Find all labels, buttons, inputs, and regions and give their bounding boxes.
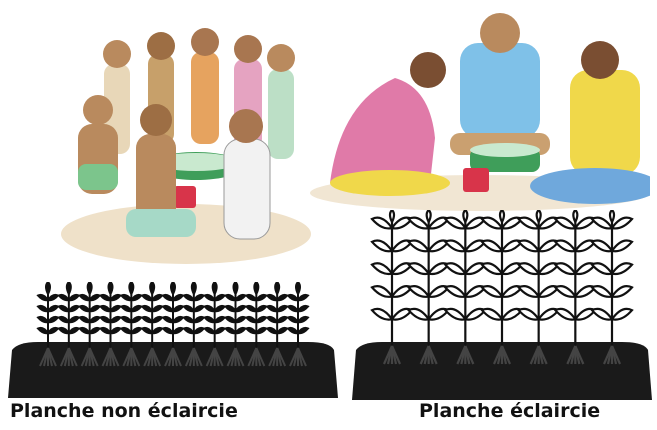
thinned-seedling-bed	[352, 210, 652, 400]
dense-seedling	[223, 282, 248, 367]
red-cup	[463, 168, 489, 192]
dense-seedling	[36, 282, 60, 367]
thinned-seedling	[370, 210, 414, 365]
child-figure	[191, 28, 219, 144]
child-figure	[126, 104, 196, 237]
dense-seedling	[78, 282, 102, 367]
dense-seedling	[286, 282, 310, 367]
caption-unthinned-bed: Planche non éclaircie	[10, 400, 238, 422]
thinned-seedling	[590, 210, 634, 365]
thinned-seedling	[406, 210, 451, 365]
woman-yellow-figure	[530, 41, 650, 204]
thinned-seedling	[480, 210, 524, 365]
man-blue-figure	[450, 13, 550, 155]
thinned-seedling	[516, 210, 561, 365]
thinned-seedling	[553, 210, 598, 365]
children-group-illustration	[61, 28, 311, 264]
child-figure	[223, 109, 271, 240]
red-cup	[174, 186, 196, 208]
caption-thinned-bed: Planche éclaircie	[419, 400, 601, 422]
dense-seedling	[119, 282, 143, 367]
dense-seedling	[140, 282, 164, 367]
thinned-seedling	[443, 210, 488, 365]
dense-seedling	[57, 282, 81, 367]
dense-seedling	[161, 282, 185, 367]
three-people-illustration	[310, 13, 650, 211]
dense-seedling	[203, 282, 227, 367]
woman-pink-figure	[330, 52, 450, 196]
child-figure	[267, 44, 295, 159]
child-figure	[78, 95, 118, 194]
dense-seedling-bed	[8, 282, 338, 398]
dense-seedling	[265, 282, 289, 367]
